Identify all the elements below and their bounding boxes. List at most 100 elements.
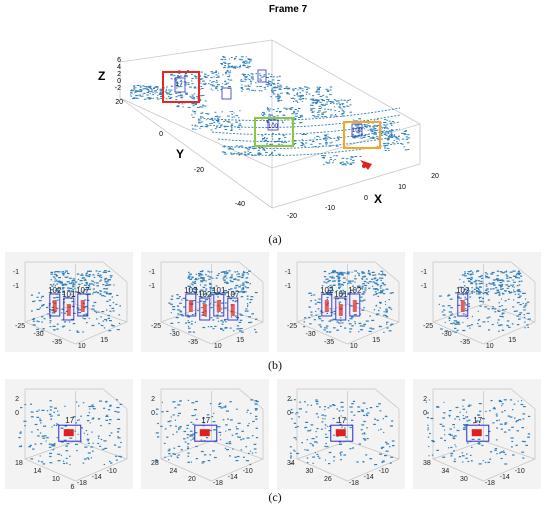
lidar-point [207,275,210,277]
lidar-point [321,157,325,159]
lidar-point [238,66,242,67]
lidar-point [384,122,387,123]
lidar-point [388,330,392,332]
lidar-point [48,446,52,448]
lidar-point [179,310,182,312]
lidar-point [188,271,190,273]
lidar-point [243,270,245,273]
lidar-point [243,274,245,276]
lidar-point [64,271,66,274]
lidar-point [353,292,355,294]
lidar-point [490,288,492,290]
lidar-point [453,316,457,318]
lidar-point [371,319,375,321]
lidar-point [317,91,321,93]
lidar-point [330,319,334,321]
lidar-point [235,290,238,292]
lidar-point [326,101,328,103]
lidar-point [327,133,329,135]
lidar-point [179,426,182,428]
lidar-point [358,443,361,445]
lidar-point [83,284,87,286]
lidar-point [231,128,233,130]
lidar-point [345,436,348,438]
lidar-point [391,292,394,294]
lidar-point [390,124,393,126]
lidar-point [139,91,142,93]
lidar-point [83,279,87,281]
lidar-point [212,277,214,279]
lidar-point [296,110,299,112]
lidar-point [373,124,376,126]
lidar-point [470,276,473,278]
lidar-point [272,82,275,84]
lidar-point [380,284,382,286]
lidar-point [56,296,60,298]
lidar-point [477,438,481,440]
lidar-point [270,108,272,110]
lidar-point [321,428,323,430]
lidar-point [49,400,52,402]
lidar-point [139,94,141,96]
lidar-point [312,107,315,109]
lidar-point [361,433,364,435]
lidar-point [338,286,341,288]
lidar-point [78,405,80,407]
lidar-point [57,280,60,282]
lidar-point [503,450,505,452]
lidar-point [457,296,460,298]
lidar-point [324,108,326,110]
lidar-point [456,322,460,324]
lidar-point [66,271,68,273]
lidar-point [200,300,203,302]
lidar-point [215,285,218,287]
lidar-point [251,89,254,91]
lidar-point [341,112,345,114]
lidar-point [104,280,106,283]
lidar-point [203,301,207,303]
lidar-point [486,317,489,319]
object-points [52,300,57,312]
lidar-point [298,416,300,418]
lidar-point [202,422,205,424]
lidar-point [367,412,370,414]
lidar-point [33,300,36,302]
lidar-point [238,154,241,156]
lidar-point [194,279,198,281]
lidar-point [159,91,162,93]
lidar-point [49,455,52,458]
lidar-point [347,283,349,285]
ego-vehicle-marker [360,160,372,170]
lidar-point [325,96,328,98]
lidar-point [341,103,345,105]
lidar-point [138,90,140,92]
lidar-point [244,81,246,82]
lidar-point [243,65,245,67]
lidar-point [461,274,465,276]
lidar-point [49,452,53,454]
lidar-point [191,73,193,75]
y-ticks: 20 0 -20 -40 [115,99,245,208]
lidar-point [282,142,285,144]
lidar-point [223,319,226,322]
lidar-point [356,136,359,138]
lidar-point [523,314,526,316]
lidar-point [78,286,80,288]
lidar-point [61,312,63,314]
lidar-point [353,159,355,161]
lidar-point [329,101,332,102]
lidar-point [109,275,113,277]
x-tick: -10 [243,468,253,475]
lidar-point [86,420,89,422]
lidar-point [364,275,366,277]
lidar-point [385,310,388,312]
lidar-point [204,73,207,75]
lidar-point [149,91,153,93]
lidar-point [214,111,217,113]
lidar-point [512,270,516,272]
lidar-point [177,106,180,108]
lidar-point [450,453,454,455]
lidar-point [454,331,458,333]
lidar-point [143,88,147,90]
lidar-point [149,88,152,90]
